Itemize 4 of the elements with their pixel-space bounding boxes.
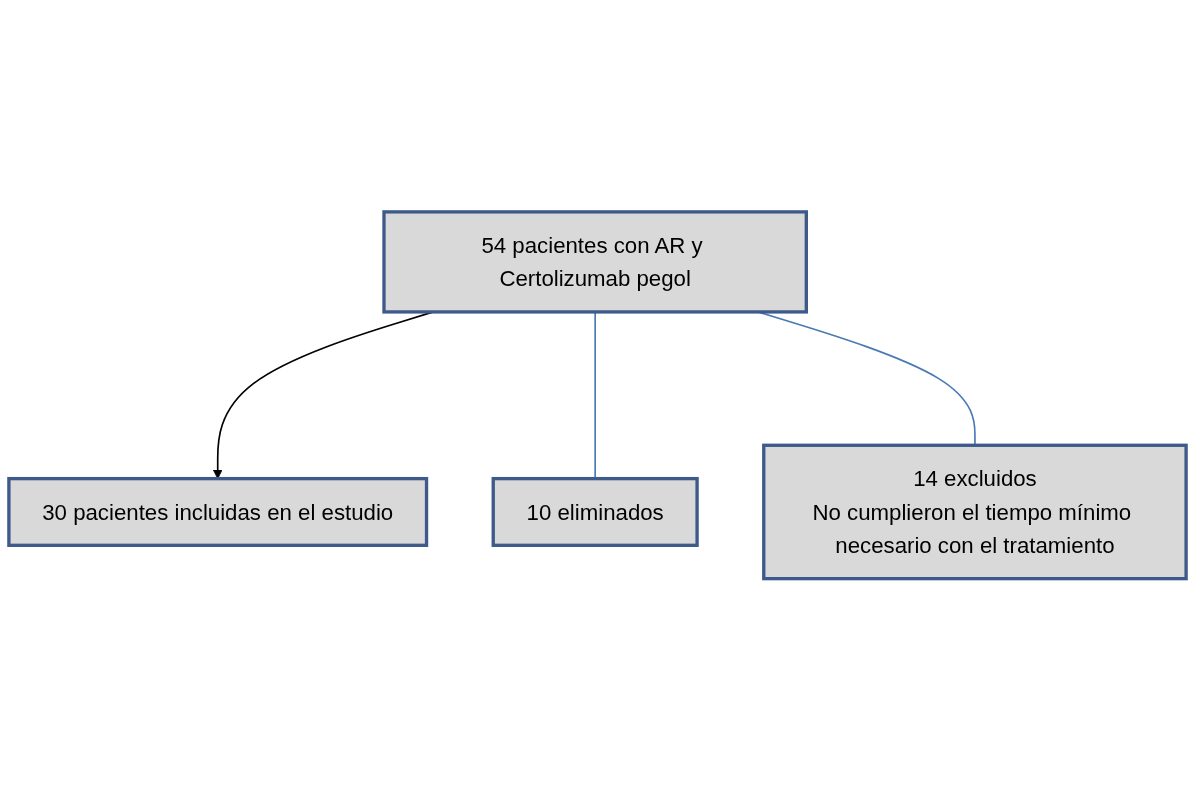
node-box: 10 eliminados (491, 477, 699, 548)
node-box: 14 excluidos No cumplieron el tiempo mínimo necesario con el tratamiento (762, 443, 1188, 581)
node-box: 54 pacientes con AR y Certolizumab pegol (382, 210, 808, 314)
node-box: 30 pacientes incluidas en el estudio (7, 477, 429, 548)
